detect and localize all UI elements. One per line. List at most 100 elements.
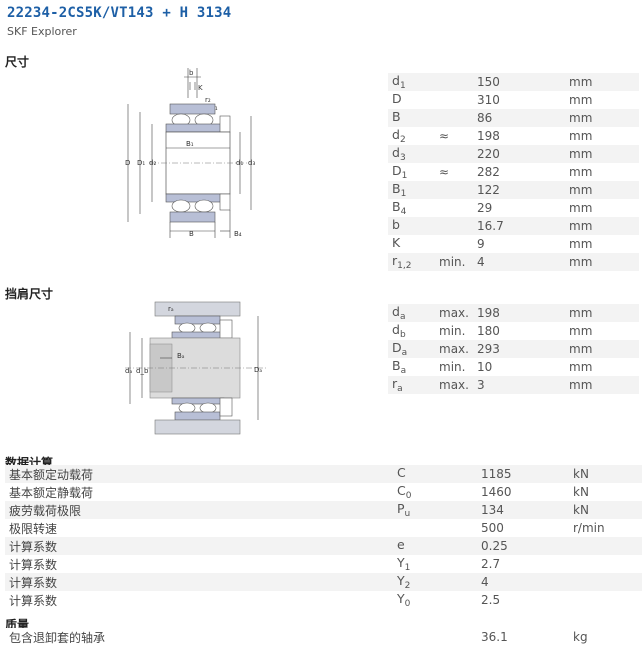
mass-row: 包含退卸套的轴承 36.1 kg	[5, 628, 642, 646]
label-Da: Dₐ	[254, 366, 262, 374]
symbol-base: C	[397, 483, 406, 498]
label-b: b	[189, 69, 194, 77]
param-qualifier	[439, 181, 477, 199]
calc-unit: kN	[573, 465, 642, 483]
calc-name: 计算系数	[5, 573, 397, 591]
label-K: K	[198, 84, 203, 92]
calc-unit: kN	[573, 501, 642, 519]
param-unit: mm	[569, 145, 639, 163]
label-d1: d₁	[236, 159, 243, 167]
param-value: 198	[477, 304, 569, 322]
symbol-subscript: a	[397, 384, 403, 394]
calc-value: 1460	[481, 485, 512, 499]
symbol-base: e	[397, 537, 405, 552]
symbol-subscript: 0	[404, 599, 411, 609]
param-value: 220	[477, 145, 569, 163]
calc-unit: kN	[573, 485, 589, 499]
calc-value: 500	[481, 521, 504, 535]
label-da: dₐ	[125, 367, 132, 375]
label-Ba: Bₐ	[177, 352, 185, 360]
param-value: 16.7	[477, 217, 569, 235]
param-unit: mm	[569, 201, 593, 215]
param-qualifier: max.	[439, 376, 477, 394]
param-symbol: B	[388, 109, 439, 127]
label-d2: d₂	[149, 159, 156, 167]
label-d3: d₃	[248, 159, 255, 167]
calc-symbol: C0	[397, 483, 481, 501]
param-value: 150	[477, 73, 569, 91]
symbol-base: Y	[397, 555, 405, 570]
param-qualifier: min.	[439, 360, 466, 374]
symbol-subscript: 2	[399, 135, 406, 145]
symbol-subscript: 2	[404, 581, 411, 591]
calc-symbol: Y0	[397, 591, 481, 609]
calc-name: 计算系数	[5, 537, 397, 555]
param-unit: mm	[569, 376, 639, 394]
calc-symbol: Pu	[397, 501, 481, 519]
param-value: 29	[477, 201, 493, 215]
label-B4: B₄	[234, 230, 242, 238]
mass-unit: kg	[573, 628, 642, 646]
label-D1: D₁	[137, 159, 145, 167]
param-unit: mm	[569, 109, 639, 127]
mass-name: 包含退卸套的轴承	[5, 628, 397, 646]
param-unit: mm	[569, 253, 639, 271]
label-r2: r₂	[205, 96, 211, 104]
mass-value: 36.1	[481, 628, 573, 646]
calc-value: 2.7	[481, 557, 501, 571]
calc-symbol: Y2	[397, 573, 481, 591]
mass-table: 包含退卸套的轴承 36.1 kg	[5, 628, 642, 646]
param-qualifier: min.	[439, 324, 466, 338]
abutment-dimension-drawing: rₐ Bₐ dₐ d_b Dₐ	[125, 301, 268, 435]
param-unit: mm	[569, 304, 639, 322]
calc-unit	[573, 555, 642, 573]
param-symbol: Ba	[388, 358, 439, 376]
param-value: 86	[477, 109, 569, 127]
symbol-base: B	[392, 109, 401, 124]
symbol-subscript: a	[399, 312, 406, 322]
symbol-subscript: 4	[400, 207, 407, 217]
param-qualifier: min.	[439, 253, 477, 271]
symbol-base: D	[392, 163, 402, 178]
symbol-subscript: 1,2	[397, 261, 412, 271]
param-qualifier	[439, 235, 477, 253]
label-db: d_b	[136, 367, 149, 375]
symbol-subscript: 3	[399, 153, 406, 163]
symbol-subscript: 1	[401, 171, 408, 181]
param-qualifier	[439, 109, 477, 127]
param-unit: mm	[569, 165, 593, 179]
calc-name: 计算系数	[9, 593, 58, 608]
symbol-base: b	[392, 217, 400, 232]
param-symbol: db	[388, 322, 439, 340]
param-qualifier	[439, 217, 477, 235]
param-symbol: Da	[388, 340, 439, 358]
bearing-dimension-drawing: b K r₂ r₁ D D₁ d₂ B₁ d₁ d₃ B B₄	[125, 68, 255, 238]
param-qualifier: ≈	[439, 129, 450, 143]
param-symbol: da	[388, 304, 439, 322]
symbol-subscript: 1	[399, 81, 406, 91]
param-symbol: D	[388, 91, 439, 109]
symbol-base: r	[392, 376, 398, 391]
param-qualifier	[439, 73, 477, 91]
calc-name: 基本额定动载荷	[5, 465, 397, 483]
calc-symbol: e	[397, 537, 481, 555]
